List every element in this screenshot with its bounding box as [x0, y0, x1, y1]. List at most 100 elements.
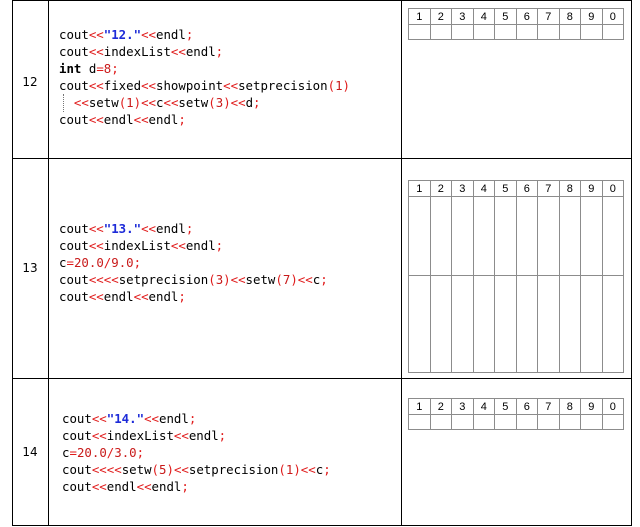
code-line: cout<<<<setprecision(3)<<setw(7)<<c; [59, 272, 328, 287]
code-block-14: cout<<"14."<<endl;cout<<indexList<<endl;… [62, 410, 331, 495]
grid-answer-cell[interactable] [558, 196, 581, 276]
grid-answer-cell[interactable] [537, 196, 560, 276]
grid-answer-cell[interactable] [580, 24, 603, 40]
grid-answer-cell[interactable] [494, 196, 517, 276]
code-line: cout<<<<setw(5)<<setprecision(1)<<c; [62, 462, 331, 477]
grid-answer-cell[interactable] [451, 275, 474, 373]
code-line: cout<<"14."<<endl; [62, 411, 197, 426]
code-line: <<setw(1)<<c<<setw(3)<<d; [73, 95, 261, 110]
code-line: cout<<"13."<<endl; [59, 221, 194, 236]
grid-column-label: 4 [472, 398, 495, 415]
grid-answer-cell[interactable] [515, 24, 538, 40]
grid-answer-cell[interactable] [558, 414, 581, 430]
code-line: c=20.0/9.0; [59, 255, 142, 270]
grid-answer-cell[interactable] [408, 414, 431, 430]
grid-column-label: 5 [494, 398, 517, 415]
grid-answer-cell[interactable] [537, 24, 560, 40]
code-line: cout<<indexList<<endl; [59, 44, 224, 59]
grid-answer-cell[interactable] [494, 24, 517, 40]
grid-answer-cell[interactable] [558, 275, 581, 373]
code-line: cout<<fixed<<showpoint<<setprecision(1) [59, 78, 350, 93]
grid-column-label: 0 [601, 398, 624, 415]
grid-column-label: 9 [580, 180, 603, 197]
row-divider-13-14 [12, 378, 632, 379]
table-border-bottom [12, 525, 632, 526]
grid-answer-cell[interactable] [429, 24, 452, 40]
grid-answer-cell[interactable] [558, 24, 581, 40]
grid-column-label: 0 [601, 180, 624, 197]
code-line: cout<<endl<<endl; [62, 479, 189, 494]
column-divider-code [401, 0, 402, 526]
grid-column-label: 2 [429, 180, 452, 197]
grid-column-label: 3 [451, 398, 474, 415]
grid-answer-cell[interactable] [472, 24, 495, 40]
table-border-right [631, 0, 632, 526]
code-block-12: cout<<"12."<<endl; cout<<indexList<<endl;… [59, 26, 350, 128]
row-number-13: 13 [22, 261, 38, 275]
grid-answer-cell[interactable] [451, 414, 474, 430]
grid-answer-cell[interactable] [580, 275, 603, 373]
grid-column-label: 5 [494, 8, 517, 25]
grid-answer-cell[interactable] [429, 414, 452, 430]
row-divider-12-13 [12, 158, 632, 159]
grid-column-label: 2 [429, 398, 452, 415]
grid-column-label: 6 [515, 8, 538, 25]
table-border-left [12, 0, 13, 526]
grid-answer-cell[interactable] [494, 275, 517, 373]
column-divider-number [48, 0, 49, 526]
grid-answer-cell[interactable] [429, 275, 452, 373]
grid-answer-cell[interactable] [515, 414, 538, 430]
grid-answer-cell[interactable] [494, 414, 517, 430]
grid-answer-cell[interactable] [537, 275, 560, 373]
grid-column-label: 6 [515, 180, 538, 197]
grid-answer-cell[interactable] [537, 414, 560, 430]
grid-column-label: 9 [580, 398, 603, 415]
grid-answer-cell[interactable] [472, 275, 495, 373]
grid-column-label: 8 [558, 8, 581, 25]
grid-column-label: 5 [494, 180, 517, 197]
grid-answer-cell[interactable] [601, 414, 624, 430]
grid-answer-cell[interactable] [408, 24, 431, 40]
row-number-12: 12 [22, 75, 38, 89]
grid-answer-cell[interactable] [429, 196, 452, 276]
grid-column-label: 0 [601, 8, 624, 25]
grid-column-label: 4 [472, 180, 495, 197]
grid-column-label: 8 [558, 180, 581, 197]
grid-column-label: 3 [451, 180, 474, 197]
grid-column-label: 7 [537, 398, 560, 415]
grid-column-label: 1 [408, 8, 431, 25]
grid-answer-cell[interactable] [601, 196, 624, 276]
grid-answer-cell[interactable] [515, 275, 538, 373]
grid-column-label: 9 [580, 8, 603, 25]
grid-column-label: 1 [408, 180, 431, 197]
code-line: cout<<"12."<<endl; [59, 27, 194, 42]
grid-answer-cell[interactable] [408, 275, 431, 373]
code-line: c=20.0/3.0; [62, 445, 145, 460]
row-number-14: 14 [22, 445, 38, 459]
table-border-top [12, 0, 632, 1]
code-line: cout<<endl<<endl; [59, 112, 186, 127]
grid-answer-cell[interactable] [472, 414, 495, 430]
grid-answer-cell[interactable] [472, 196, 495, 276]
indent-guide [63, 94, 64, 112]
grid-answer-cell[interactable] [601, 275, 624, 373]
grid-answer-cell[interactable] [408, 196, 431, 276]
code-line: int d=8; [59, 61, 119, 76]
code-line: cout<<indexList<<endl; [59, 238, 224, 253]
grid-answer-cell[interactable] [580, 414, 603, 430]
grid-answer-cell[interactable] [580, 196, 603, 276]
grid-answer-cell[interactable] [451, 196, 474, 276]
grid-answer-cell[interactable] [601, 24, 624, 40]
grid-column-label: 8 [558, 398, 581, 415]
code-line: cout<<endl<<endl; [59, 289, 186, 304]
code-block-13: cout<<"13."<<endl; cout<<indexList<<endl;… [59, 220, 328, 305]
grid-answer-cell[interactable] [515, 196, 538, 276]
grid-answer-cell[interactable] [451, 24, 474, 40]
